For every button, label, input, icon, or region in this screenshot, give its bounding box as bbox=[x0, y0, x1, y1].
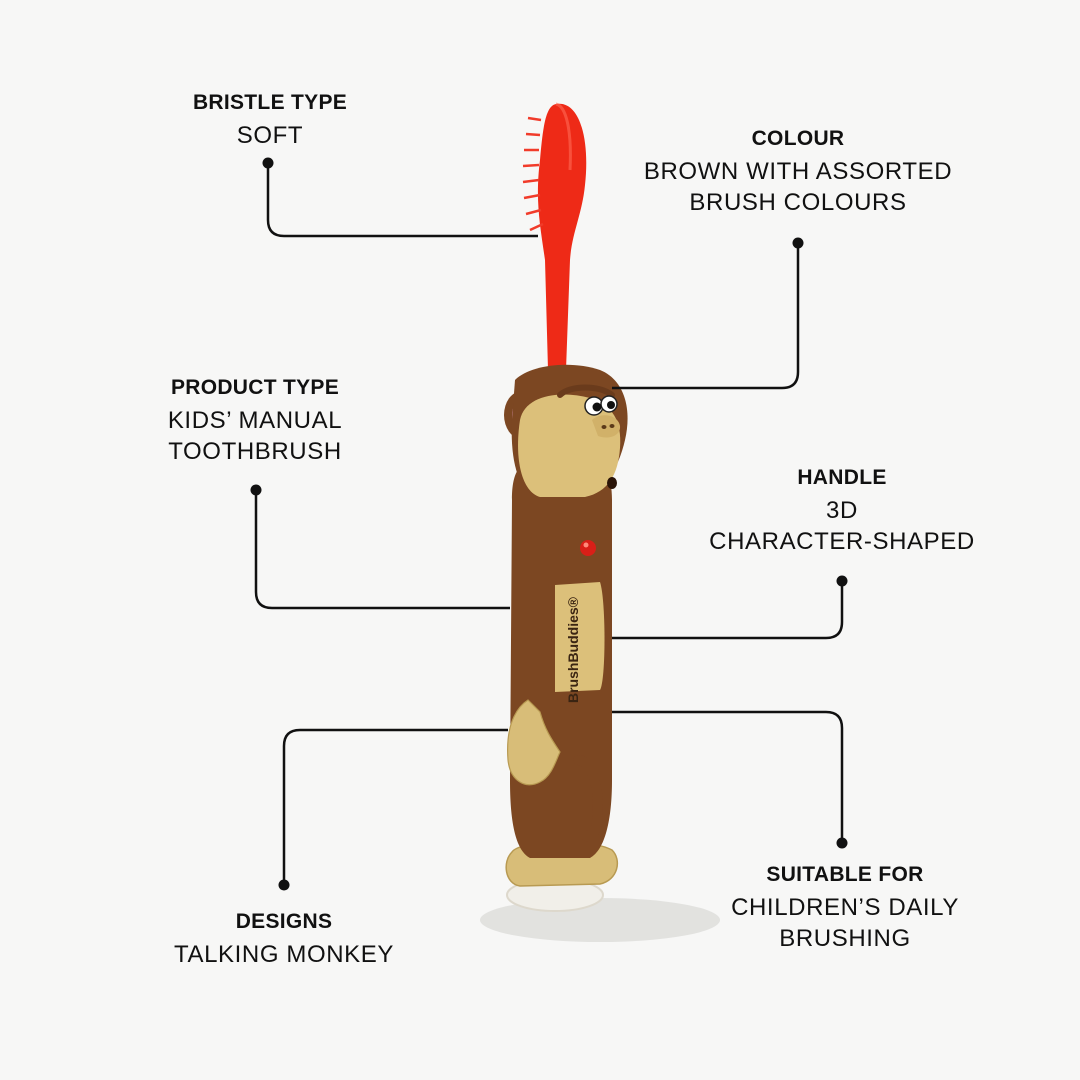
feature-value: BROWN WITH ASSORTED BRUSH COLOURS bbox=[600, 156, 996, 218]
feature-title: BRISTLE TYPE bbox=[192, 91, 348, 114]
feature-value: TALKING MONKEY bbox=[174, 941, 394, 968]
feature-title: DESIGNS bbox=[235, 910, 333, 933]
feature-value-line: KIDS’ MANUAL bbox=[167, 407, 343, 434]
line-suitable bbox=[612, 710, 844, 842]
feature-title: HANDLE bbox=[797, 466, 887, 489]
talk-button bbox=[580, 540, 596, 556]
feature-value-line: CHILDREN’S DAILY bbox=[731, 894, 959, 921]
feature-title: COLOUR bbox=[751, 127, 845, 150]
belly-panel bbox=[555, 582, 605, 692]
monkey-head bbox=[504, 364, 628, 497]
line-designs bbox=[282, 728, 508, 884]
feature-value: 3D CHARACTER-SHAPED bbox=[690, 495, 994, 557]
feature-designs: DESIGNS TALKING MONKEY bbox=[140, 909, 428, 970]
feature-value-line: TOOTHBRUSH bbox=[168, 438, 342, 465]
monkey-tail bbox=[573, 755, 604, 842]
feature-value-line: CHARACTER-SHAPED bbox=[709, 528, 975, 555]
line-product bbox=[254, 490, 510, 610]
mouth-icon bbox=[607, 477, 617, 489]
feature-value-line: 3D bbox=[826, 497, 858, 524]
line-colour bbox=[612, 243, 800, 390]
line-bristle bbox=[266, 165, 538, 238]
callout-lines bbox=[254, 165, 844, 884]
callout-dots bbox=[250, 157, 848, 891]
feature-value-line: BRUSH COLOURS bbox=[689, 189, 907, 216]
feature-bristle-type: BRISTLE TYPE SOFT bbox=[170, 90, 370, 151]
feature-value: KIDS’ MANUAL TOOTHBRUSH bbox=[130, 405, 380, 467]
feature-value-line: BROWN WITH ASSORTED bbox=[643, 158, 953, 185]
feature-title: PRODUCT TYPE bbox=[170, 376, 340, 399]
brand-logo: BrushBuddies® bbox=[565, 597, 581, 703]
feature-value-line: BRUSHING bbox=[779, 925, 911, 952]
feature-product-type: PRODUCT TYPE KIDS’ MANUAL TOOTHBRUSH bbox=[130, 375, 380, 467]
feature-value: CHILDREN’S DAILY BRUSHING bbox=[700, 892, 990, 954]
feature-title: SUITABLE FOR bbox=[766, 863, 924, 886]
bristles-icon bbox=[522, 116, 544, 232]
feature-value: SOFT bbox=[236, 122, 304, 149]
line-handle bbox=[612, 582, 844, 640]
toothbrush-head bbox=[522, 102, 587, 370]
feature-handle: HANDLE 3D CHARACTER-SHAPED bbox=[690, 465, 994, 557]
feature-colour: COLOUR BROWN WITH ASSORTED BRUSH COLOURS bbox=[600, 126, 996, 218]
monkey-arm bbox=[507, 699, 561, 786]
eyes-icon bbox=[584, 395, 618, 416]
feature-suitable-for: SUITABLE FOR CHILDREN’S DAILY BRUSHING bbox=[700, 862, 990, 954]
